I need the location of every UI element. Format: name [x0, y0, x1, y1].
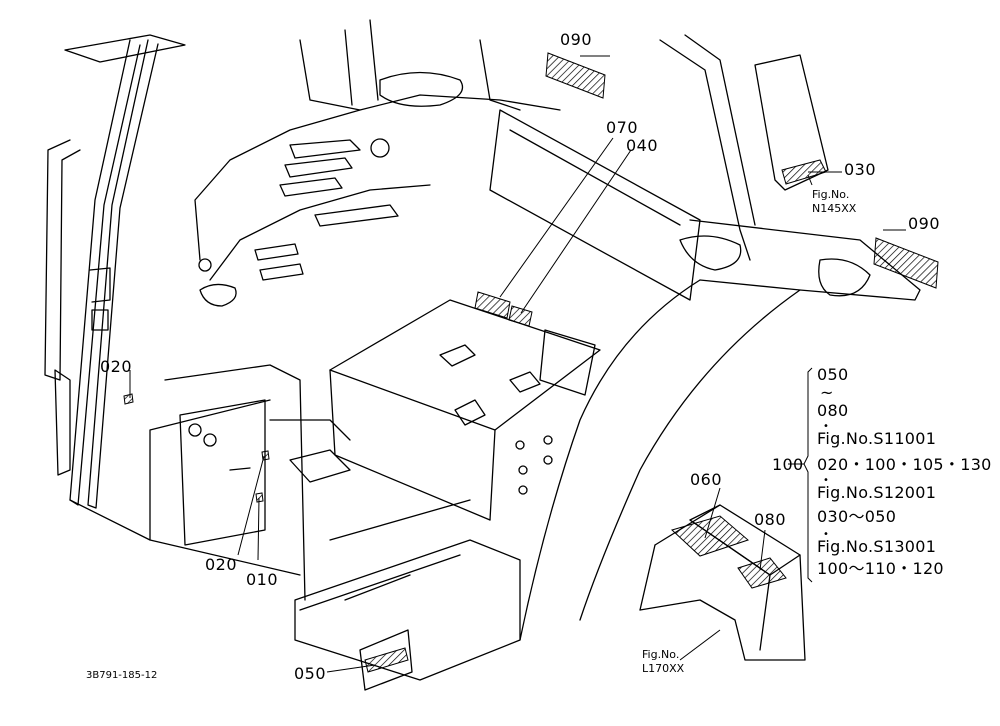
- callout-010: 010: [246, 570, 279, 589]
- legend-line: •: [823, 421, 830, 432]
- callout-060: 060: [690, 470, 723, 489]
- decal-090-top: [545, 52, 606, 99]
- legend-line: 050: [817, 365, 849, 384]
- callout-020-left: 020: [100, 357, 133, 376]
- callout-070: 070: [606, 118, 639, 137]
- decal-090-right: [873, 237, 939, 289]
- callout-030: 030: [844, 160, 877, 179]
- legend-line: 080: [817, 401, 849, 420]
- legend-group-number: 100: [772, 455, 804, 474]
- decal-hatches: [123, 52, 939, 673]
- callout-050: 050: [294, 664, 327, 683]
- diagram-id: 3B791-185-12: [86, 670, 158, 681]
- right-fender: [519, 219, 921, 641]
- legend-line: 020・100・105・130: [817, 455, 992, 474]
- floor-plate: [329, 299, 601, 521]
- left-cab-pillar: [44, 34, 301, 576]
- legend-line: Fig.No.S13001: [817, 537, 937, 556]
- legend-line: Fig.No.S12001: [817, 483, 937, 502]
- part-030-cover-panel: [754, 54, 829, 191]
- legend-line: •: [823, 529, 830, 540]
- fig-ref-l170-label: Fig.No.: [642, 648, 680, 661]
- legend-line: •: [823, 475, 830, 486]
- decal-080: [737, 557, 787, 589]
- legend-bracket: [788, 367, 813, 583]
- fig-ref-n145-code: N145XX: [812, 202, 857, 215]
- leader-lines: [129, 55, 906, 673]
- legend-line: 030〜050: [817, 507, 897, 526]
- legend-line: 100〜110・120: [817, 559, 944, 578]
- fig-ref-l170-code: L170XX: [642, 662, 685, 675]
- decal-020-left: [123, 393, 134, 405]
- fig-ref-n145-label: Fig.No.: [812, 188, 850, 201]
- decal-070: [474, 291, 511, 319]
- callout-020-bottom: 020: [205, 555, 238, 574]
- lower-step-frame: [149, 364, 521, 691]
- callout-090-right: 090: [908, 214, 941, 233]
- legend-line: Fig.No.S11001: [817, 429, 937, 448]
- decal-060: [671, 515, 749, 557]
- decal-010: [255, 492, 264, 503]
- legend-line: ~: [820, 383, 834, 402]
- rear-window-panel: [489, 34, 756, 301]
- callout-040: 040: [626, 136, 659, 155]
- decal-050: [364, 647, 409, 673]
- dashboard-console: [194, 19, 561, 307]
- decal-040: [508, 305, 533, 327]
- callout-090-top: 090: [560, 30, 593, 49]
- callout-080: 080: [754, 510, 787, 529]
